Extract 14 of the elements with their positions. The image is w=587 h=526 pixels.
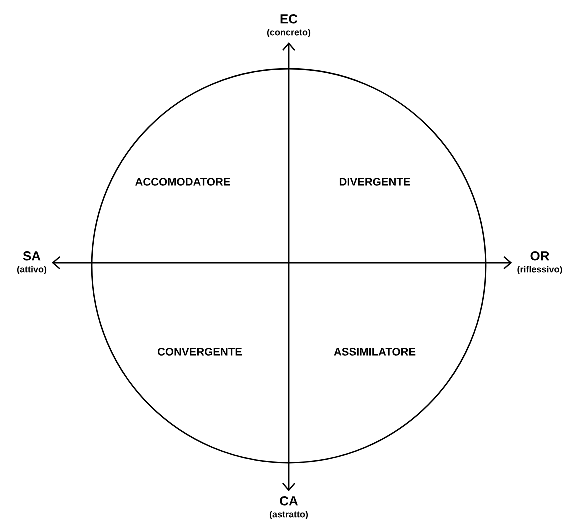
pole-note: (riflessivo) bbox=[518, 266, 562, 274]
axis-arrow bbox=[52, 256, 512, 270]
pole-label: OR bbox=[530, 252, 550, 261]
pole-label: SA bbox=[23, 252, 41, 261]
quadrant-label: ACCOMODATORE bbox=[136, 178, 230, 186]
pole-label: CA bbox=[280, 496, 298, 506]
pole-note: (attivo) bbox=[17, 266, 47, 274]
pole-note: (concreto) bbox=[267, 29, 311, 38]
axis-arrow bbox=[282, 42, 296, 492]
quadrant-label: CONVERGENTE bbox=[158, 348, 242, 356]
pole-label: EC bbox=[280, 14, 298, 24]
quadrant-label: ASSIMILATORE bbox=[334, 348, 416, 356]
quadrant-label: DIVERGENTE bbox=[340, 178, 410, 186]
pole-note: (astratto) bbox=[270, 511, 308, 520]
